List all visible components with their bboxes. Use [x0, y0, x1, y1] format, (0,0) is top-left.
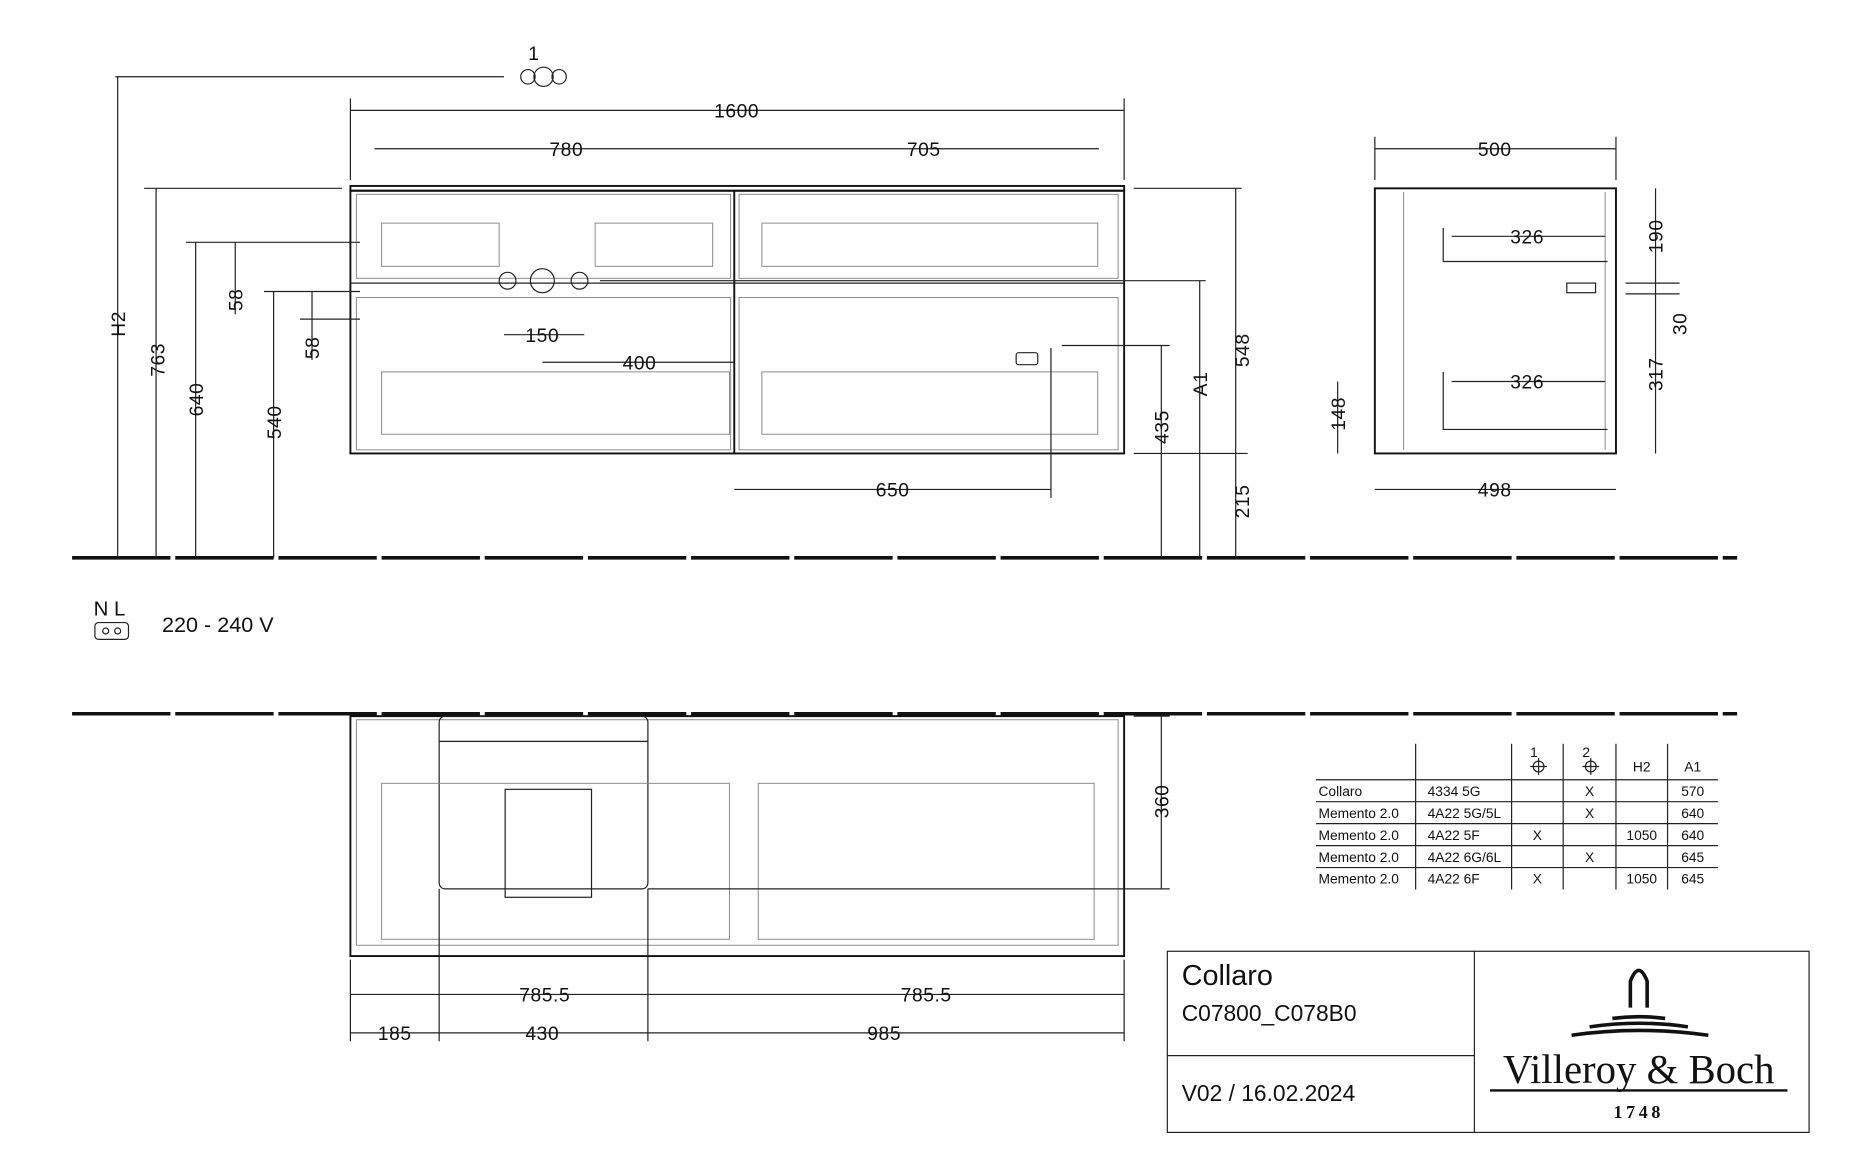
side-view: 500 326 326 190 30 317 148 498	[1329, 136, 1692, 502]
table-cell: Memento 2.0	[1318, 806, 1399, 821]
dim-430: 430	[525, 1024, 559, 1045]
dim-326-top: 326	[1510, 228, 1544, 249]
socket-icon	[94, 621, 130, 640]
table-cell: X	[1533, 828, 1542, 843]
voltage-label: 220 - 240 V	[162, 612, 274, 637]
table-cell: Memento 2.0	[1318, 828, 1399, 843]
power-nl-label: N L	[94, 598, 126, 620]
table-cell: Memento 2.0	[1318, 872, 1399, 887]
dim-435: 435	[1153, 410, 1174, 444]
top-view: 360 785.5 785.5 185 430 985	[349, 715, 1174, 1045]
svg-text:1748: 1748	[1614, 1102, 1664, 1122]
power-legend: N L 220 - 240 V	[94, 598, 274, 640]
dim-985: 985	[867, 1024, 901, 1045]
table-cell: 4A22 6G/6L	[1428, 850, 1502, 865]
table-cell: Memento 2.0	[1318, 850, 1399, 865]
dim-h2: H2	[109, 311, 130, 337]
socket-icon	[1015, 352, 1039, 366]
dim-785-left: 785.5	[519, 986, 570, 1007]
dim-right-width: 705	[907, 140, 941, 161]
dim-763: 763	[148, 343, 169, 377]
product-code: C07800_C078B0	[1182, 1000, 1357, 1026]
dim-58-bottom: 58	[303, 337, 324, 360]
connection-marker-label: 1	[528, 44, 539, 65]
dim-540: 540	[265, 405, 286, 439]
table-cell: 645	[1681, 872, 1704, 887]
dim-650: 650	[876, 481, 910, 502]
dim-317: 317	[1647, 357, 1668, 391]
dim-185: 185	[378, 1024, 412, 1045]
table-cell: X	[1585, 850, 1594, 865]
table-cell: 570	[1681, 784, 1704, 799]
dim-785-right: 785.5	[901, 986, 952, 1007]
title-block: Collaro C07800_C078B0 V02 / 16.02.2024 V…	[1166, 950, 1810, 1134]
dim-148: 148	[1329, 397, 1350, 431]
dim-58-top: 58	[226, 289, 247, 312]
table-cell: 4334 5G	[1428, 784, 1481, 799]
svg-text:Villeroy & Boch: Villeroy & Boch	[1503, 1047, 1775, 1092]
table-cell: X	[1585, 806, 1594, 821]
table-cell: 1050	[1626, 872, 1657, 887]
dim-400: 400	[623, 353, 657, 374]
dim-a1: A1	[1191, 372, 1212, 397]
dim-500: 500	[1478, 140, 1512, 161]
front-view: 1 1600 780 705 H2 763 640 540 58 58 150 …	[109, 44, 1254, 558]
villeroy-boch-logo: Villeroy & Boch 1748	[1490, 968, 1788, 1122]
table-header: H2	[1633, 759, 1651, 774]
dim-215: 215	[1233, 485, 1254, 519]
table-header: 1	[1530, 745, 1538, 760]
dim-left-width: 780	[549, 140, 583, 161]
table-cell: 640	[1681, 828, 1704, 843]
table-cell: 1050	[1626, 828, 1657, 843]
dim-326-bottom: 326	[1510, 373, 1544, 394]
table-cell: 4A22 5F	[1428, 828, 1480, 843]
table-cell: 4A22 5G/5L	[1428, 806, 1502, 821]
table-cell: X	[1533, 872, 1542, 887]
table-cell: Collaro	[1318, 784, 1362, 799]
dim-498: 498	[1478, 481, 1512, 502]
table-cell: X	[1585, 784, 1594, 799]
dim-total-width: 1600	[714, 102, 759, 123]
dim-30: 30	[1671, 313, 1692, 336]
dim-190: 190	[1647, 219, 1668, 253]
table-header: 2	[1582, 745, 1590, 760]
version-date: V02 / 16.02.2024	[1182, 1080, 1356, 1106]
product-name: Collaro	[1182, 960, 1273, 992]
dim-360: 360	[1153, 784, 1174, 818]
table-cell: 4A22 6F	[1428, 872, 1480, 887]
dim-640: 640	[187, 383, 208, 417]
dim-150: 150	[525, 326, 559, 347]
dim-548: 548	[1233, 333, 1254, 367]
table-header: A1	[1684, 759, 1701, 774]
table-cell: 645	[1681, 850, 1704, 865]
table-cell: 640	[1681, 806, 1704, 821]
